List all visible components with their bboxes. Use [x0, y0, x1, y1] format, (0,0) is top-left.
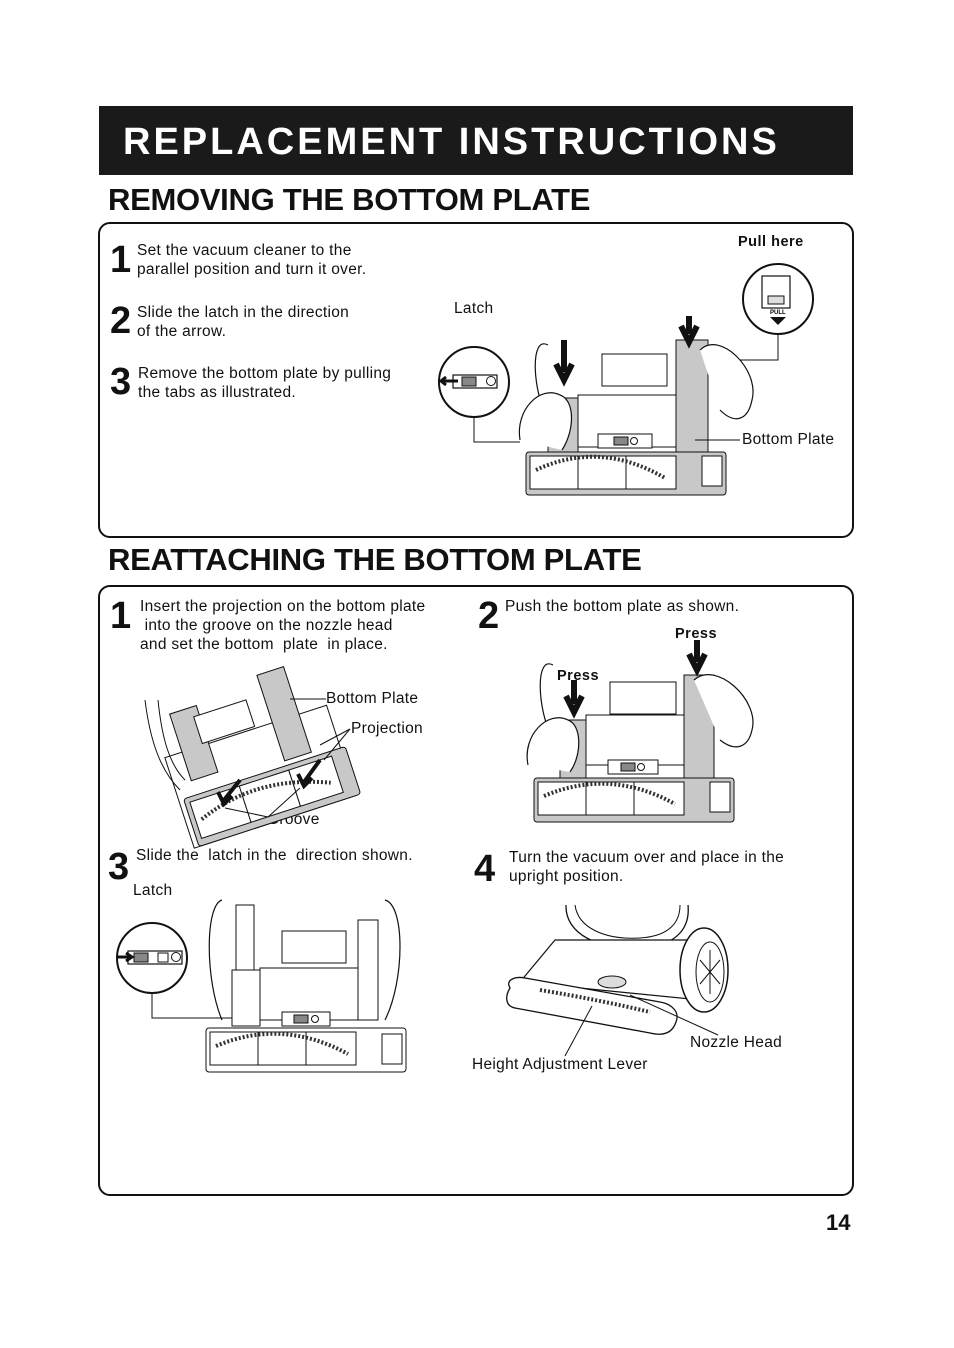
removing-step-2-number: 2	[110, 300, 132, 342]
reattaching-step-2-text: Push the bottom plate as shown.	[505, 598, 740, 615]
nozzle-head-label: Nozzle Head	[690, 1034, 783, 1051]
page-number: 14	[826, 1210, 851, 1235]
pull-tab-text: PULL	[770, 310, 786, 316]
reattaching-step-4-text: Turn the vacuum over and place in the up…	[509, 849, 785, 885]
reattaching-panel	[98, 585, 854, 1196]
reattach-latch-label: Latch	[133, 882, 173, 899]
reattaching-step-4-number: 4	[474, 848, 496, 890]
removing-bottom-plate-label: Bottom Plate	[742, 431, 835, 448]
removing-latch-label: Latch	[454, 300, 494, 317]
height-adjustment-lever-label: Height Adjustment Lever	[472, 1056, 648, 1073]
removing-heading: REMOVING THE BOTTOM PLATE	[108, 182, 591, 217]
reattaching-step-3-number: 3	[108, 846, 130, 888]
reattaching-step-3-text: Slide the latch in the direction shown.	[136, 847, 413, 864]
pull-here-label: Pull here	[738, 234, 804, 250]
removing-step-1-text: Set the vacuum cleaner to the parallel p…	[137, 242, 367, 278]
press-left-label: Press	[557, 668, 600, 684]
press-right-label: Press	[675, 626, 718, 642]
removing-step-3-text: Remove the bottom plate by pulling the t…	[138, 365, 392, 401]
reattach-bottom-plate-label: Bottom Plate	[326, 690, 419, 707]
removing-step-2-text: Slide the latch in the direction of the …	[137, 304, 350, 340]
reattaching-heading: REATTACHING THE BOTTOM PLATE	[108, 542, 642, 577]
reattaching-step-2-number: 2	[478, 595, 500, 637]
reattaching-step-1-text: Insert the projection on the bottom plat…	[140, 598, 426, 653]
projection-label: Projection	[351, 720, 423, 737]
removing-panel	[98, 222, 854, 538]
removing-step-3-number: 3	[110, 361, 132, 403]
title-banner: REPLACEMENT INSTRUCTIONS	[99, 106, 853, 175]
removing-step-1-number: 1	[110, 239, 132, 281]
page-title: REPLACEMENT INSTRUCTIONS	[123, 121, 780, 163]
reattaching-step-1-number: 1	[110, 595, 132, 637]
